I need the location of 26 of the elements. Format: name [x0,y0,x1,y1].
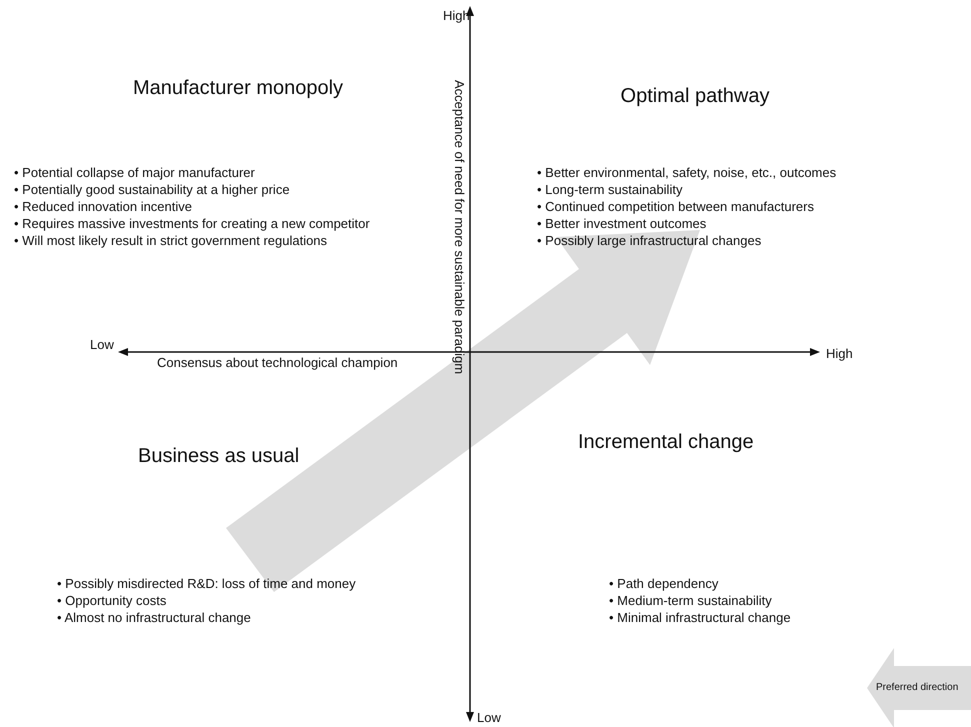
quadrant-title: Optimal pathway [620,84,770,108]
axis-title: Consensus about technological champion [157,355,398,370]
bullet-item: • Reduced innovation incentive [14,198,194,215]
bullet-item: • Will most likely result in strict government regulations [14,232,328,249]
bullet-item: • Possibly large infrastructural changes [537,232,762,249]
quadrant-title: Business as usual [138,444,300,468]
bullet-item: • Continued competition between manufacturers [537,198,815,215]
bullet-item: • Long-term sustainability [537,181,684,198]
bullet-item: • Medium-term sustainability [609,592,773,609]
axis-label: High [443,8,470,23]
bullet-item: • Opportunity costs [57,592,168,609]
bullet-item: • Almost no infrastructural change [57,609,252,626]
axis-label: High [826,346,853,361]
bullet-item: • Potential collapse of major manufacturer [14,164,256,181]
axis-label: Low [477,710,501,725]
bullet-item: • Better investment outcomes [537,215,708,232]
axis-label: Low [90,337,114,352]
legend-label: Preferred direction [876,682,958,693]
bullet-item: • Possibly misdirected R&D: loss of time and money [57,575,356,592]
quadrant-title: Incremental change [578,430,754,454]
bullet-item: • Minimal infrastructural change [609,609,791,626]
quadrant-title: Manufacturer monopoly [132,76,344,100]
bullet-item: • Potentially good sustainability at a higher price [14,181,291,198]
bullet-item: • Path dependency [609,575,720,592]
bullet-item: • Requires massive investments for creating a new competitor [14,215,370,232]
bullet-item: • Better environmental, safety, noise, etc., outcomes [537,164,836,181]
